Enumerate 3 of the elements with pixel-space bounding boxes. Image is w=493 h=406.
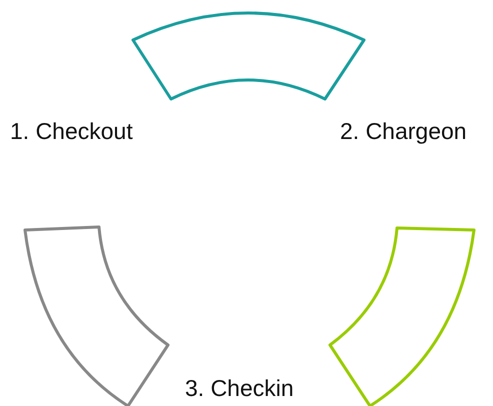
step-label: 2. Chargeon	[340, 120, 467, 143]
step-label: 1. Checkout	[10, 120, 133, 143]
step-label: 3. Checkin	[185, 377, 294, 400]
